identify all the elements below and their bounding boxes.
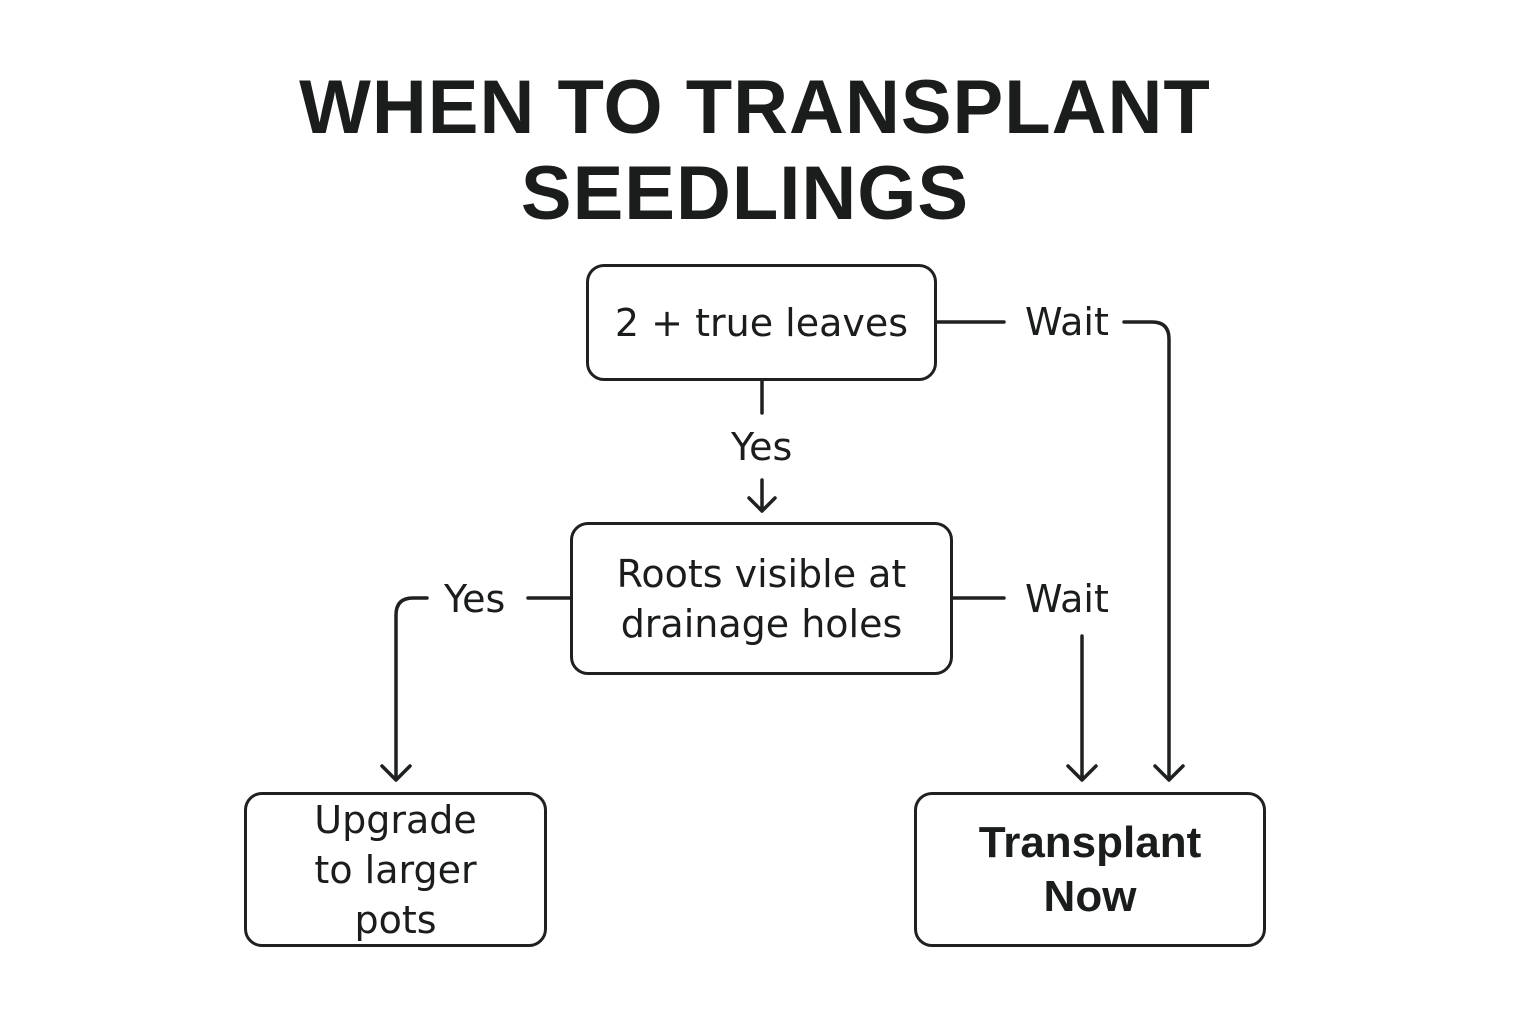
- diagram-title-line-1: WHEN TO TRANSPLANT: [299, 65, 1211, 150]
- arrow-leaves-to-roots: [747, 478, 777, 513]
- node-upgrade-pots: Upgrade to larger pots: [244, 792, 547, 947]
- node-true-leaves-label: 2 + true leaves: [614, 300, 909, 345]
- node-upgrade-pots-label: Upgrade to larger pots: [314, 797, 477, 942]
- node-true-leaves: 2 + true leaves: [586, 264, 937, 381]
- arrow-roots-wait-to-transplant: [1066, 634, 1098, 782]
- diagram-title-line-2: SEEDLINGS: [520, 151, 970, 236]
- edge-label-roots-yes: Yes: [444, 577, 506, 621]
- arrow-leaves-wait-to-transplant: [1122, 320, 1185, 782]
- node-transplant-now-label: Transplant Now: [978, 817, 1202, 921]
- edge-label-roots-wait: Wait: [1025, 577, 1109, 621]
- node-transplant-now: Transplant Now: [914, 792, 1266, 947]
- node-roots-visible-label: Roots visible at drainage holes: [616, 551, 907, 646]
- node-roots-visible: Roots visible at drainage holes: [570, 522, 953, 675]
- edge-label-leaves-yes: Yes: [731, 425, 793, 469]
- edge-label-leaves-wait: Wait: [1025, 300, 1109, 344]
- arrow-roots-yes-to-upgrade: [380, 596, 429, 782]
